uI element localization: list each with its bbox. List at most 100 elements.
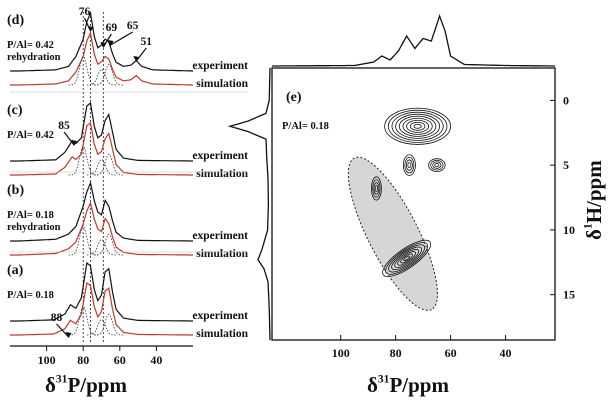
peak-arrowhead — [133, 56, 140, 62]
experiment-label: experiment — [192, 310, 248, 322]
sample-label: P/Al= 0.42 — [7, 130, 54, 141]
contour-level — [409, 121, 426, 131]
simulation-label: simulation — [196, 168, 248, 180]
contour-level — [404, 156, 415, 174]
experiment-trace — [10, 10, 193, 72]
map-x-tick-label: 80 — [390, 346, 402, 360]
contour-level — [434, 163, 440, 168]
component-trace — [94, 233, 124, 256]
left-x-tick-label: 80 — [77, 353, 89, 367]
top-projection — [272, 14, 555, 67]
contour-level — [432, 161, 442, 169]
peak-label: 88 — [51, 312, 63, 324]
contour-level — [371, 176, 382, 201]
contour-level — [398, 115, 437, 137]
contour-level — [391, 246, 423, 271]
shaded-region — [347, 156, 438, 311]
contour-level — [387, 109, 448, 143]
contour-peak — [384, 107, 451, 145]
simulation-label: simulation — [196, 78, 248, 90]
contour-level — [374, 185, 379, 192]
contour-level — [430, 159, 444, 171]
left-x-tick-label: 40 — [150, 353, 162, 367]
component-trace — [86, 68, 117, 86]
contour-level — [388, 244, 426, 273]
sample-label-e: P/Al= 0.18 — [282, 121, 329, 132]
map-x-axis-title: δ31P/ppm — [367, 373, 449, 397]
left-x-tick-label: 60 — [114, 353, 126, 367]
contour-level — [395, 113, 441, 139]
map-x-tick-label: 60 — [445, 346, 457, 360]
contour-level — [394, 248, 420, 268]
contour-level — [405, 159, 413, 171]
peak-arrowhead — [100, 42, 107, 48]
side-projection — [227, 68, 271, 340]
simulation-label: simulation — [196, 328, 248, 340]
contour-peak — [428, 158, 446, 173]
left-x-tick-label: 100 — [38, 353, 56, 367]
contour-level — [400, 253, 414, 264]
contour-level — [385, 242, 429, 275]
component-trace — [86, 238, 117, 256]
contour-level — [382, 239, 432, 277]
panel-d: (d)P/Al= 0.42rehydrationexperimentsimula… — [7, 6, 249, 93]
experiment-trace — [10, 101, 193, 162]
peak-arrowhead — [87, 26, 94, 32]
contour-level — [428, 158, 446, 173]
component-trace — [86, 318, 117, 336]
contour-level — [391, 111, 444, 141]
panel-a: (a) P/Al= 0.18 experiment simulation 88 — [7, 261, 249, 340]
peak-arrow — [56, 323, 70, 338]
map-y-tick-label: 5 — [563, 158, 569, 172]
experiment-label: experiment — [192, 150, 248, 162]
component-trace — [94, 153, 124, 176]
component-trace — [94, 63, 124, 86]
peak-label: 69 — [106, 22, 118, 34]
experiment-trace — [10, 261, 193, 322]
peak-label: 51 — [141, 36, 153, 48]
peak-label: 65 — [127, 20, 139, 32]
peak-arrowhead — [71, 140, 78, 146]
simulation-trace — [10, 201, 193, 256]
peak-arrow — [63, 131, 75, 146]
experiment-trace — [10, 180, 193, 242]
sample-label: P/Al= 0.18 — [7, 290, 54, 301]
experiment-label: experiment — [192, 230, 248, 242]
spectra-stack: 100 80 60 40 δ31P/ppm (d) P/Al= 0.42 rehydratio… — [7, 6, 249, 397]
simulation-trace — [10, 31, 193, 86]
map-x-tick-label: 100 — [332, 346, 350, 360]
contour-level — [402, 117, 433, 135]
contour-level — [413, 123, 422, 129]
simulation-trace — [10, 121, 193, 176]
contour-level — [406, 119, 430, 133]
contour-peak — [402, 154, 416, 176]
panel-label-e: (e) — [286, 90, 302, 105]
contour-level — [372, 179, 381, 198]
contour-level — [384, 107, 451, 145]
panel-label: (a) — [7, 263, 24, 278]
sample-label: P/Al= 0.18 — [7, 210, 54, 221]
contour-peak — [382, 239, 432, 277]
sample-label: rehydration — [7, 52, 61, 63]
map-y-tick-label: 0 — [563, 93, 569, 107]
peak-arrow — [110, 31, 133, 46]
contour-level — [373, 182, 380, 195]
experiment-label: experiment — [192, 60, 248, 72]
map-y-tick-label: 10 — [563, 223, 575, 237]
map-y-axis-title: δ1H/ppm — [582, 160, 606, 240]
panel-label: (d) — [7, 13, 24, 28]
map-y-tick-label: 15 — [563, 288, 575, 302]
component-trace — [94, 313, 124, 336]
panel-b: (b)P/Al= 0.18rehydrationexperimentsimula… — [7, 180, 249, 260]
panel-label: (b) — [7, 183, 24, 198]
contour-level — [397, 251, 417, 266]
sample-label: rehydration — [7, 222, 61, 233]
contour-level — [403, 255, 411, 262]
map-x-tick-label: 40 — [500, 346, 512, 360]
left-x-axis-title: δ31P/ppm — [45, 373, 127, 397]
contour-level — [407, 162, 412, 169]
contour-peak — [371, 176, 382, 201]
